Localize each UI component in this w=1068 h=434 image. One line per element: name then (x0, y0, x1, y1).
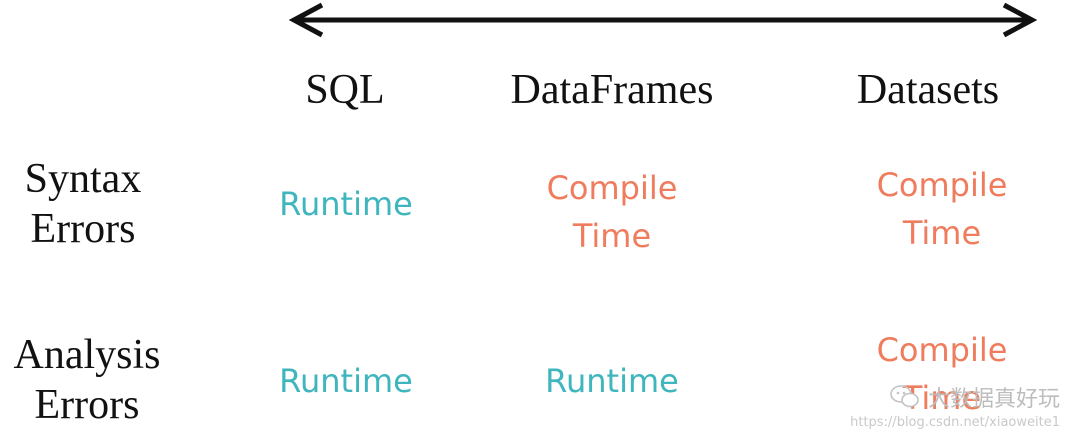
cell-syntax-dataframes: Compile Time (546, 169, 678, 255)
column-header-sql: SQL (305, 67, 385, 113)
watermark-url: https://blog.csdn.net/xiaoweite1 (850, 415, 1060, 430)
cell-syntax-datasets: Compile Time (876, 166, 1008, 252)
cell-analysis-dataframes: Runtime (545, 362, 679, 400)
cell-syntax-sql: Runtime (279, 185, 413, 223)
column-header-dataframes: DataFrames (510, 67, 714, 113)
arrow-head-left (288, 2, 324, 38)
watermark: 大数据真好玩 https://blog.csdn.net/xiaoweite1 (850, 381, 1060, 430)
cell-analysis-sql: Runtime (279, 362, 413, 400)
cell-analysis-datasets: Compile Time (876, 331, 1008, 417)
watermark-brand: 大数据真好玩 (927, 387, 1060, 412)
double-headed-arrow (288, 2, 1038, 38)
arrow-head-right (1002, 2, 1038, 38)
row-header-syntax-errors: Syntax Errors (24, 156, 142, 252)
wechat-icon (890, 385, 919, 408)
row-header-analysis-errors: Analysis Errors (13, 332, 161, 428)
column-header-datasets: Datasets (856, 67, 1000, 113)
watermark-brand-row: 大数据真好玩 (850, 381, 1060, 413)
